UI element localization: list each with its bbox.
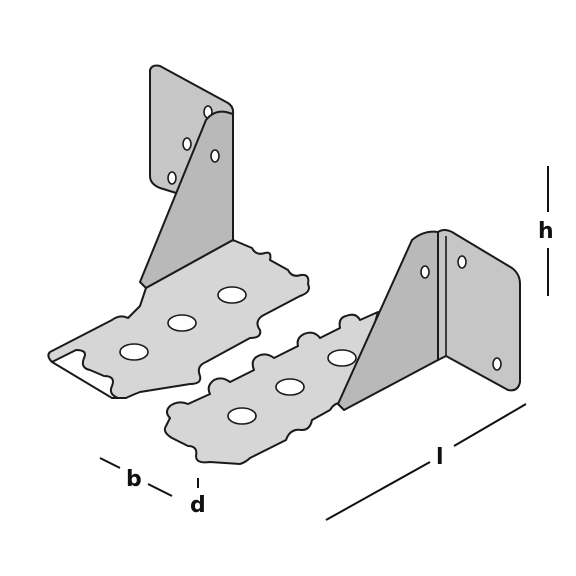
right-bracket-base-plate — [163, 311, 379, 465]
left-base-hole — [167, 314, 197, 332]
dimension-d: d — [190, 478, 206, 518]
left-base-edge — [51, 361, 126, 399]
left-back-plate-hole — [167, 171, 177, 185]
dimension-l-line-left — [325, 461, 431, 521]
dimension-l: l — [325, 403, 527, 521]
dimension-l-line-right — [453, 403, 527, 447]
dimension-h-label: h — [538, 219, 554, 244]
right-bracket-gusset — [337, 230, 439, 411]
dimension-b-line-left — [99, 457, 121, 469]
right-end-plate-hole — [492, 357, 502, 371]
dimension-d-label: d — [190, 493, 206, 518]
left-bracket — [47, 64, 310, 399]
left-gusset-hole — [210, 149, 220, 163]
right-end-plate-hole — [457, 255, 467, 269]
right-bracket — [163, 229, 521, 465]
right-base-hole — [327, 349, 357, 367]
dimension-b-label: b — [126, 467, 142, 492]
left-back-plate-hole — [182, 137, 192, 151]
right-base-hole — [275, 378, 305, 396]
left-base-hole — [119, 343, 149, 361]
dimension-b-line-right — [147, 483, 173, 497]
dimension-l-label: l — [436, 445, 444, 470]
dimension-b: b — [99, 457, 173, 497]
left-base-hole — [217, 286, 247, 304]
dimension-h: h — [538, 166, 554, 296]
right-bracket-end-plate — [437, 229, 521, 392]
right-base-hole — [227, 407, 257, 425]
right-gusset-hole — [420, 265, 430, 279]
